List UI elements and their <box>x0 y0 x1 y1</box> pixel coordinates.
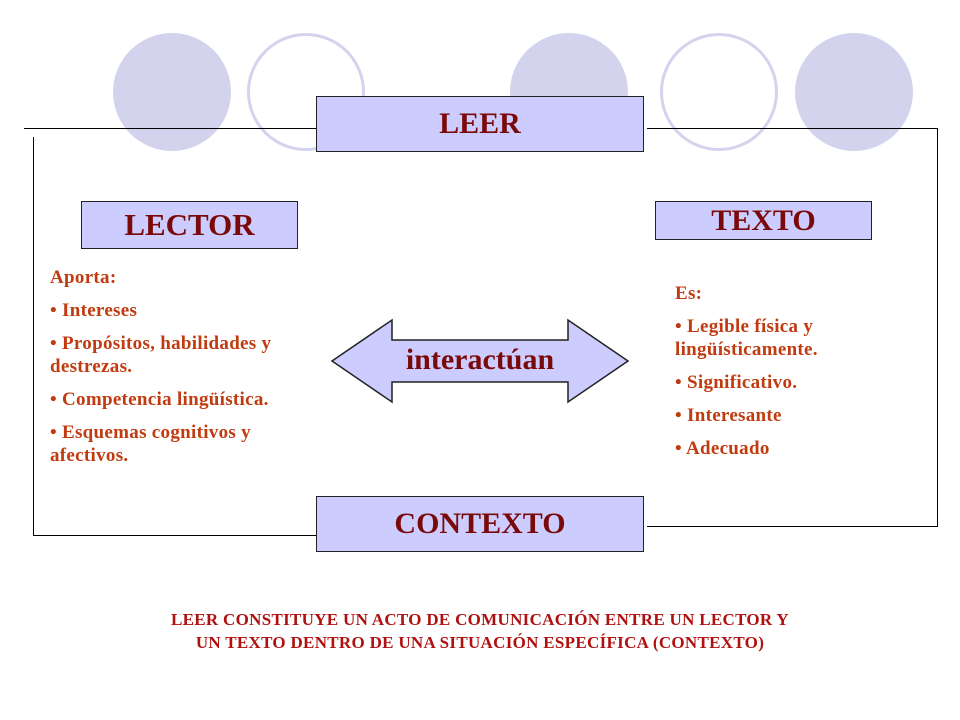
frame-top-right <box>647 128 937 129</box>
list-item: • Legible física y lingüísticamente. <box>675 316 818 360</box>
list-item: • Intereses <box>50 300 138 321</box>
frame-bottom-left <box>33 535 318 536</box>
caption-line-2: UN TEXTO DENTRO DE UNA SITUACIÓN ESPECÍF… <box>195 633 765 652</box>
caption: LEER CONSTITUYE UN ACTO DE COMUNICACIÓN … <box>0 608 960 654</box>
frame-top-left <box>24 128 318 129</box>
frame-left <box>33 137 34 535</box>
decor-circle-1 <box>113 33 231 151</box>
list-item: • Significativo. <box>675 372 798 393</box>
texto-list-heading: Es: <box>675 283 703 304</box>
double-arrow-icon <box>330 318 630 404</box>
contexto-box: CONTEXTO <box>316 496 644 552</box>
caption-line-1: LEER CONSTITUYE UN ACTO DE COMUNICACIÓN … <box>170 610 790 629</box>
frame-right <box>937 128 938 526</box>
texto-list: Es: • Legible física y lingüísticamente.… <box>675 282 875 470</box>
list-item: • Competencia lingüística. <box>50 389 269 410</box>
decor-ring-2 <box>660 33 778 151</box>
decor-ring-1 <box>247 33 365 151</box>
lector-list-heading: Aporta: <box>50 267 117 288</box>
decor-circle-3 <box>795 33 913 151</box>
list-item: • Esquemas cognitivos y afectivos. <box>50 422 251 466</box>
texto-box: TEXTO <box>655 201 872 240</box>
list-item: • Interesante <box>675 405 782 426</box>
leer-box: LEER <box>316 96 644 152</box>
arrow-label: interactúan <box>405 343 555 376</box>
lector-box: LECTOR <box>81 201 298 249</box>
lector-list: Aporta: • Intereses • Propósitos, habili… <box>50 266 312 477</box>
list-item: • Propósitos, habilidades y destrezas. <box>50 333 272 377</box>
frame-bottom-right <box>647 526 938 527</box>
list-item: • Adecuado <box>675 438 770 459</box>
